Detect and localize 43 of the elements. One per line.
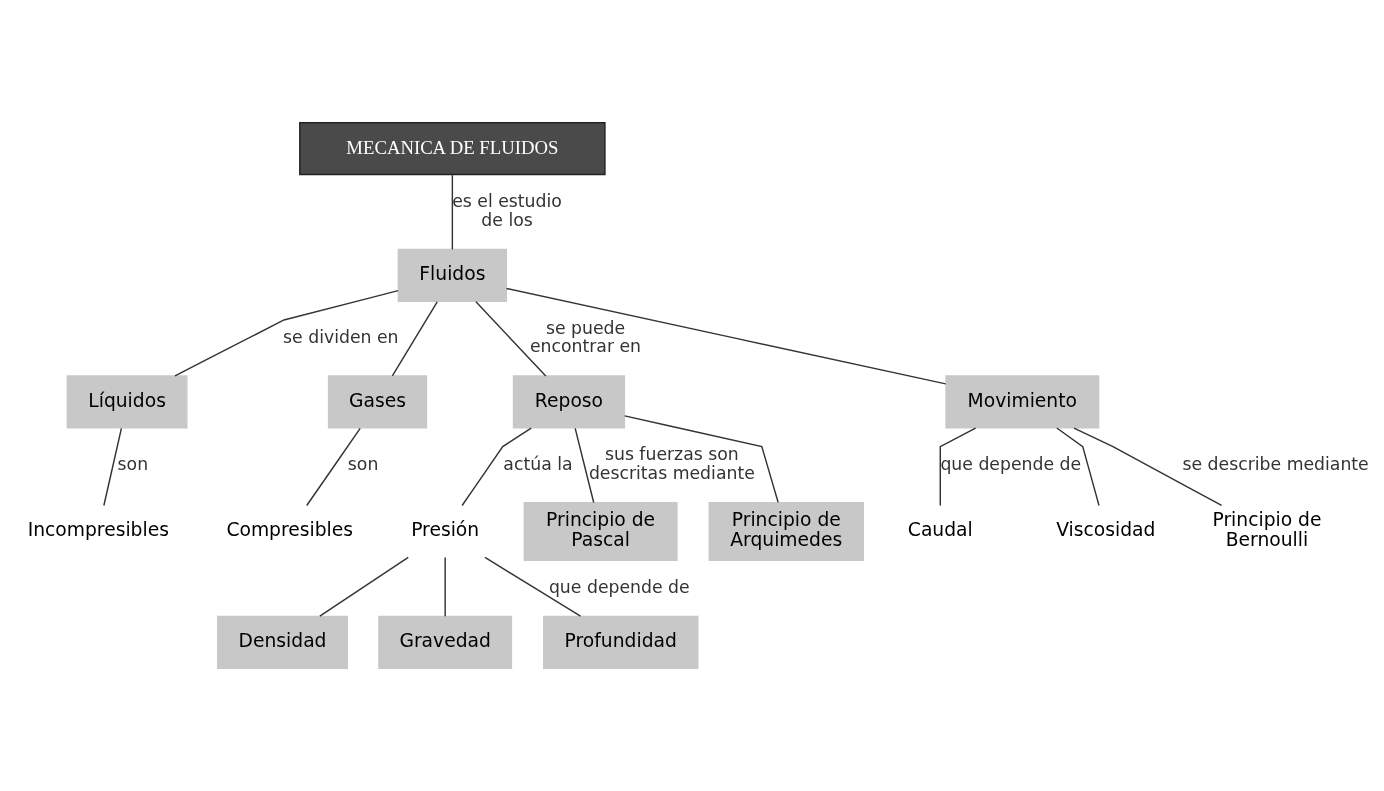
node-box: Principio de Arquimedes: [708, 502, 864, 561]
node-box: Profundidad: [543, 615, 699, 669]
edge-label: se dividen en: [283, 327, 399, 348]
node-text: Presión: [411, 519, 480, 541]
node-text: Incompresibles: [27, 519, 169, 541]
edge-label: se puede encontrar en: [529, 317, 642, 357]
connector: [574, 427, 595, 504]
connector: [505, 287, 947, 385]
node-box: Fluidos: [397, 248, 508, 302]
edge-label: actúa la: [503, 453, 573, 474]
edge-label: son: [117, 453, 149, 474]
connector: [319, 556, 409, 617]
node-text: Caudal: [907, 519, 973, 541]
node-box: Reposo: [512, 375, 626, 429]
node-box: Gases: [327, 375, 428, 429]
connector: [391, 301, 438, 377]
node-box: MECANICA DE FLUIDOS: [299, 122, 606, 176]
connector: [484, 556, 582, 617]
edge-label: que depende de: [940, 453, 1082, 474]
edge-label: se describe mediante: [1182, 453, 1369, 474]
node-box: Movimiento: [945, 375, 1100, 429]
edge-label: que depende de: [548, 576, 690, 597]
connector: [1073, 427, 1223, 507]
node-box: Líquidos: [66, 375, 188, 429]
connector: [624, 415, 779, 503]
connector: [461, 427, 532, 507]
connector: [103, 427, 123, 507]
edge-label: es el estudio de los: [452, 191, 562, 230]
node-box: Principio de Pascal: [523, 502, 678, 561]
connector: [306, 427, 361, 507]
node-text: Compresibles: [226, 519, 354, 541]
connector: [1056, 427, 1100, 507]
connector: [475, 301, 547, 377]
edge-label: son: [347, 453, 379, 474]
connector: [444, 556, 446, 617]
connector: [451, 174, 454, 250]
node-box: Densidad: [217, 615, 348, 669]
connector: [174, 289, 399, 377]
node-text: Viscosidad: [1056, 519, 1156, 541]
node-text: Principio de Bernoulli: [1212, 509, 1322, 551]
connector: [939, 427, 977, 507]
node-box: Gravedad: [378, 615, 513, 669]
edge-label: sus fuerzas son descritas mediante: [588, 444, 755, 484]
